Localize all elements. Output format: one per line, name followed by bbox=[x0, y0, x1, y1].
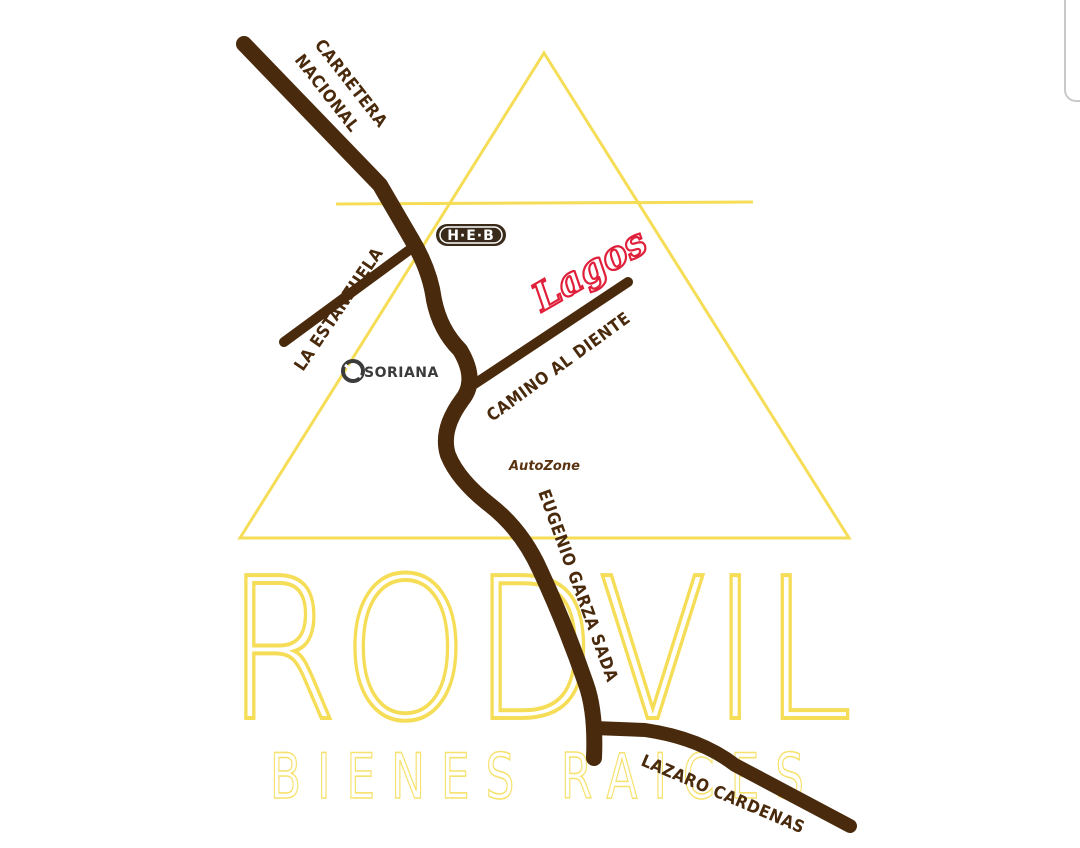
road-la-estanzuela bbox=[279, 243, 417, 347]
soriana-label: SORIANA bbox=[364, 365, 439, 381]
soriana-icon bbox=[341, 359, 365, 383]
scroll-indicator[interactable] bbox=[1064, 0, 1080, 102]
soriana-logo: SORIANA bbox=[341, 359, 439, 383]
road-network bbox=[236, 36, 857, 833]
street-label-la-estanzuela: LA ESTANZUELA bbox=[291, 244, 388, 375]
autozone-logo: AutoZone bbox=[508, 459, 580, 474]
heb-logo: H·E·B bbox=[436, 224, 506, 246]
road-carretera-nacional bbox=[236, 36, 420, 248]
logo-crossbar bbox=[335, 200, 754, 206]
heb-label: H·E·B bbox=[447, 228, 495, 244]
logo-triangle bbox=[237, 50, 852, 540]
brand-triangle-logo bbox=[237, 50, 852, 540]
road-lazaro-cardenas bbox=[587, 721, 857, 833]
road-camino-al-diente bbox=[465, 277, 633, 392]
road-eugenio-garza-sada bbox=[404, 232, 603, 766]
